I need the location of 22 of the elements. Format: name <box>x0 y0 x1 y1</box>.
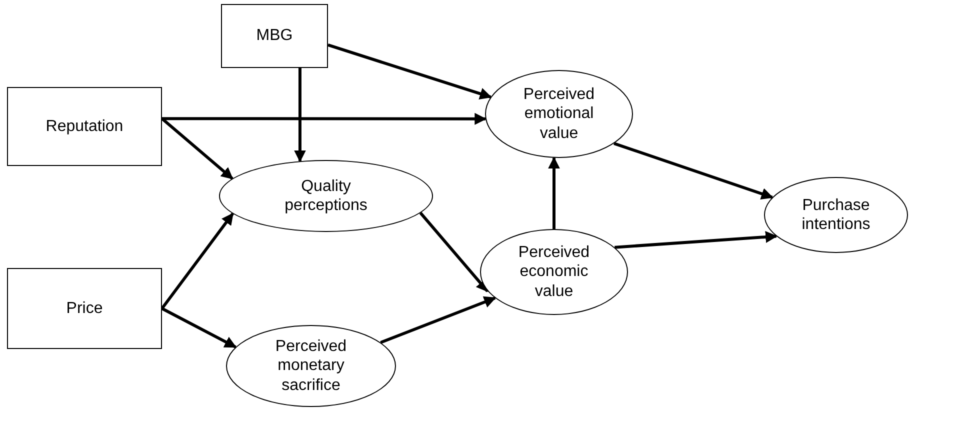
arrow <box>162 112 487 125</box>
factor-box <box>7 268 162 349</box>
arrow <box>294 68 306 162</box>
node-label: Quality perceptions <box>284 178 368 214</box>
node-label: Perceived economic value <box>518 244 590 300</box>
arrow <box>380 296 496 344</box>
factor-box <box>7 87 162 166</box>
node-label: Perceived emotional value <box>523 86 595 142</box>
node-label: Reputation <box>46 116 124 136</box>
arrow <box>160 212 234 310</box>
node-label: MBG <box>256 26 293 46</box>
arrow <box>419 212 489 292</box>
arrow <box>161 117 234 180</box>
node-label: Price <box>66 298 103 318</box>
node-label: Purchase intentions <box>802 196 870 233</box>
arrow <box>614 142 774 200</box>
node-label: Perceived monetary sacrifice <box>275 338 347 394</box>
arrow <box>328 44 492 100</box>
arrow <box>161 307 237 348</box>
factor-box <box>221 4 328 68</box>
arrow <box>614 231 778 249</box>
arrow <box>548 156 560 229</box>
